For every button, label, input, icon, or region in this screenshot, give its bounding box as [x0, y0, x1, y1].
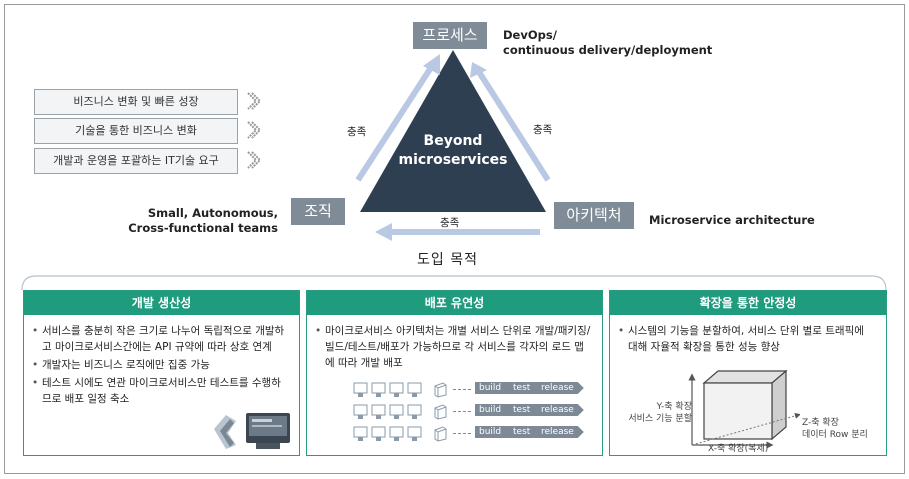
dev-tools-icon: [214, 413, 290, 449]
reason-item: 비즈니스 변화 및 빠른 성장: [34, 89, 238, 115]
arrow-right: [476, 70, 551, 182]
pipeline-step: test: [505, 382, 539, 394]
package-icon: [434, 404, 447, 420]
reason-item: 기술을 통한 비즈니스 변화: [34, 118, 238, 144]
bullet-item: 개발자는 비즈니스 로직에만 집중 가능: [32, 357, 289, 373]
chevron-right-icon: [247, 121, 260, 139]
edge-label-bottom: 충족: [440, 217, 460, 229]
panel-dev-productivity: 개발 생산성 서비스를 충분히 작은 크기로 나누어 독립적으로 개발하고 마이…: [23, 290, 300, 456]
arch-note: Microservice architecture: [649, 213, 815, 227]
pipeline-row: build test release: [353, 381, 593, 403]
arrow-bottom-head: [375, 223, 392, 241]
reason-item: 개발과 운영을 포괄하는 IT기술 요구: [34, 148, 238, 174]
triangle-center-label: Beyond microservices: [398, 133, 508, 168]
arch-tag: 아키텍처: [554, 202, 634, 229]
arrow-right-head: [470, 62, 487, 78]
z-axis-label: Z-축 확장 데이터 Row 분리: [802, 418, 868, 440]
x-axis-label: X-축 확장(복제): [708, 444, 769, 454]
server-icon: [353, 426, 422, 441]
pipeline-step: build: [475, 404, 510, 416]
arrow-left: [355, 64, 435, 182]
pipeline-step: release: [533, 382, 584, 394]
bullet-item: 테스트 시에도 연관 마이크로서비스만 테스트를 수행하므로 배포 일정 축소: [32, 375, 289, 407]
bullet-list: 마이크로서비스 아키텍처는 개별 서비스 단위로 개발/패키징/빌드/테스트/배…: [307, 323, 602, 371]
bullet-item: 시스템의 기능을 분할하여, 서비스 단위 별로 트래픽에 대해 자율적 확장을…: [618, 323, 876, 355]
edge-label-right: 충족: [533, 124, 553, 136]
edge-label-left: 충족: [347, 126, 367, 138]
pipeline-row: build test release: [353, 403, 593, 425]
chevron-right-icon: [247, 92, 260, 110]
y-axis-label: Y-축 확장 서비스 기능 분할: [628, 402, 692, 424]
arrow-left-head: [423, 54, 440, 75]
panel-scalability: 확장을 통한 안정성 시스템의 기능을 분할하여, 서비스 단위 별로 트래픽에…: [609, 290, 887, 456]
triangle-diagram: [355, 50, 551, 241]
purpose-title: 도입 목적: [417, 252, 478, 268]
pipeline-step: build: [475, 426, 510, 438]
pipeline-row: build test release: [353, 425, 593, 447]
org-note: Small, Autonomous, Cross-functional team…: [128, 206, 278, 235]
pipeline-diagram: build test release build test release bu…: [353, 381, 593, 447]
outer-frame: [4, 4, 905, 474]
bullet-item: 마이크로서비스 아키텍처는 개별 서비스 단위로 개발/패키징/빌드/테스트/배…: [315, 323, 592, 371]
server-icon: [353, 404, 422, 419]
bullet-list: 서비스를 충분히 작은 크기로 나누어 독립적으로 개발하고 마이크로서비스간에…: [24, 323, 299, 407]
panel-deploy-flexibility: 배포 유연성 마이크로서비스 아키텍처는 개별 서비스 단위로 개발/패키징/빌…: [306, 290, 603, 456]
org-tag: 조직: [291, 198, 345, 225]
pipeline-step: release: [533, 404, 584, 416]
pipeline-step: release: [533, 426, 584, 438]
process-tag: 프로세스: [413, 22, 487, 49]
pipeline-step: test: [505, 426, 539, 438]
scale-cube: [688, 369, 800, 449]
triangle-shape: [360, 50, 546, 212]
purpose-bracket: [21, 275, 887, 291]
bullet-item: 서비스를 충분히 작은 크기로 나누어 독립적으로 개발하고 마이크로서비스간에…: [32, 323, 289, 355]
panel-title: 배포 유연성: [307, 291, 602, 315]
bullet-list: 시스템의 기능을 분할하여, 서비스 단위 별로 트래픽에 대해 자율적 확장을…: [610, 323, 886, 355]
pipeline-step: test: [505, 404, 539, 416]
pipeline-step: build: [475, 382, 510, 394]
package-icon: [434, 382, 447, 398]
server-icon: [353, 382, 422, 397]
panel-title: 개발 생산성: [24, 291, 299, 315]
chevron-right-icon: [247, 151, 260, 169]
panel-title: 확장을 통한 안정성: [610, 291, 886, 315]
package-icon: [434, 426, 447, 442]
process-note: DevOps/ continuous delivery/deployment: [503, 28, 713, 57]
